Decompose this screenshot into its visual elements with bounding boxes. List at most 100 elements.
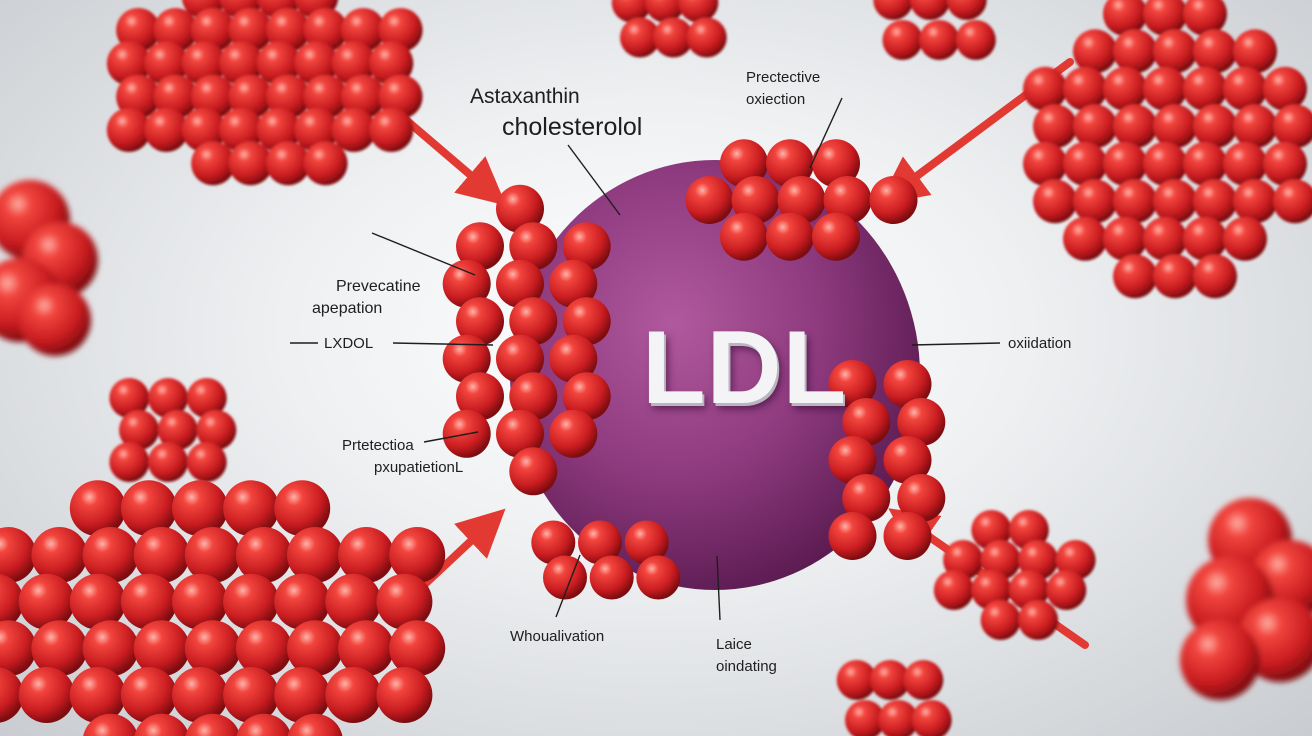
molecule-sphere: [389, 527, 446, 583]
molecule-sphere: [331, 41, 376, 86]
molecule-sphere: [578, 520, 622, 565]
molecule-sphere: [0, 574, 24, 630]
molecule-sphere: [235, 620, 292, 677]
molecule-sphere: [531, 520, 576, 565]
molecule-sphere: [274, 667, 331, 723]
molecule-sphere: [266, 74, 311, 119]
molecule-sphere: [766, 212, 814, 261]
molecule-sphere: [274, 573, 331, 630]
molecule-sphere: [1008, 510, 1049, 550]
molecule-sphere: [845, 700, 885, 736]
molecule-sphere: [69, 480, 126, 537]
molecule-sphere: [1103, 141, 1147, 186]
molecule-sphere: [1183, 141, 1227, 186]
molecule-sphere: [148, 442, 188, 482]
molecule-sphere: [1063, 66, 1107, 111]
molecule-sphere: [589, 555, 634, 600]
molecule-sphere: [223, 573, 280, 630]
molecule-sphere: [82, 527, 139, 583]
molecule-sphere: [1143, 141, 1187, 186]
label-protective-line1: Prectective: [746, 69, 821, 86]
label-whoualivation: Whoualivation: [510, 627, 604, 647]
molecule-sphere: [943, 540, 984, 580]
molecule-sphere: [509, 372, 558, 421]
molecule-sphere: [287, 527, 343, 583]
molecule-sphere: [172, 573, 228, 630]
molecule-sphere: [1103, 0, 1147, 36]
molecule-sphere: [196, 410, 237, 450]
molecule-sphere: [120, 480, 177, 537]
molecule-sphere: [1193, 29, 1237, 74]
molecule-sphere: [116, 74, 161, 119]
molecule-sphere: [0, 620, 37, 677]
molecule-sphere: [720, 139, 768, 188]
molecule-sphere: [828, 512, 877, 560]
label-laice-line1: Laice: [716, 636, 752, 653]
molecule-sphere: [338, 527, 395, 583]
molecule-sphere: [266, 8, 311, 52]
molecule-sphere: [256, 108, 301, 152]
molecule-sphere: [509, 222, 558, 271]
molecule-sphere: [903, 660, 944, 700]
molecule-sphere: [157, 410, 198, 450]
molecule-sphere: [69, 667, 126, 723]
molecule-sphere: [69, 573, 126, 630]
label-protection-line1: Prtetectioa: [342, 437, 414, 454]
molecule-sphere: [496, 334, 544, 383]
molecule-sphere: [910, 0, 950, 20]
molecule-sphere: [153, 8, 198, 52]
molecule-sphere: [184, 620, 241, 677]
molecule-sphere: [325, 573, 382, 630]
molecule-sphere: [1153, 104, 1197, 149]
molecule-sphere: [1153, 254, 1197, 299]
molecule-sphere: [1113, 254, 1157, 299]
molecule-sphere: [882, 20, 923, 60]
molecule-sphere: [378, 8, 423, 52]
molecule-sphere: [1073, 104, 1117, 149]
label-protective-line2: oxiection: [746, 91, 806, 108]
molecule-sphere: [186, 378, 227, 418]
cluster-right: [1023, 0, 1312, 299]
cluster-bottom-center: [836, 660, 952, 736]
molecule-sphere: [1046, 570, 1087, 610]
molecule-sphere: [1233, 179, 1277, 224]
molecule-sphere: [144, 41, 189, 86]
molecule-sphere: [153, 74, 198, 119]
label-laice-line2: oindating: [716, 658, 777, 675]
molecule-sphere: [109, 442, 150, 482]
molecule-sphere: [303, 74, 348, 119]
molecule-sphere: [1223, 66, 1267, 111]
molecule-sphere: [172, 480, 228, 537]
molecule-sphere: [897, 474, 946, 522]
molecule-sphere: [1223, 141, 1267, 186]
molecule-sphere: [369, 41, 414, 86]
ldl-center-label: LDL: [642, 310, 848, 426]
molecule-sphere: [219, 41, 264, 86]
molecule-sphere: [83, 713, 139, 736]
molecule-sphere: [1055, 540, 1096, 580]
molecule-sphere: [303, 8, 348, 52]
label-preventine-line1: Prevecatine: [336, 278, 421, 295]
molecule-sphere: [82, 620, 139, 677]
molecule-sphere: [223, 480, 280, 537]
molecule-sphere: [1113, 29, 1157, 74]
molecule-sphere: [883, 512, 932, 560]
molecule-sphere: [341, 8, 386, 52]
molecule-sphere: [184, 527, 241, 583]
label-astaxanthin: Astaxanthin cholesterolol: [470, 83, 642, 143]
molecule-sphere: [106, 108, 151, 152]
molecule-sphere: [109, 378, 150, 418]
molecule-sphere: [1233, 104, 1277, 149]
molecule-sphere: [266, 141, 311, 186]
label-laice: Laice oindating: [716, 634, 777, 678]
ldl-particle: [510, 160, 920, 590]
molecule-sphere: [869, 176, 918, 224]
molecule-sphere: [1273, 179, 1312, 224]
molecule-sphere: [303, 141, 348, 186]
cluster-top-right-small: [873, 0, 996, 60]
molecule-sphere: [31, 527, 88, 583]
molecule-sphere: [1183, 0, 1227, 36]
molecule-sphere: [1263, 141, 1307, 186]
